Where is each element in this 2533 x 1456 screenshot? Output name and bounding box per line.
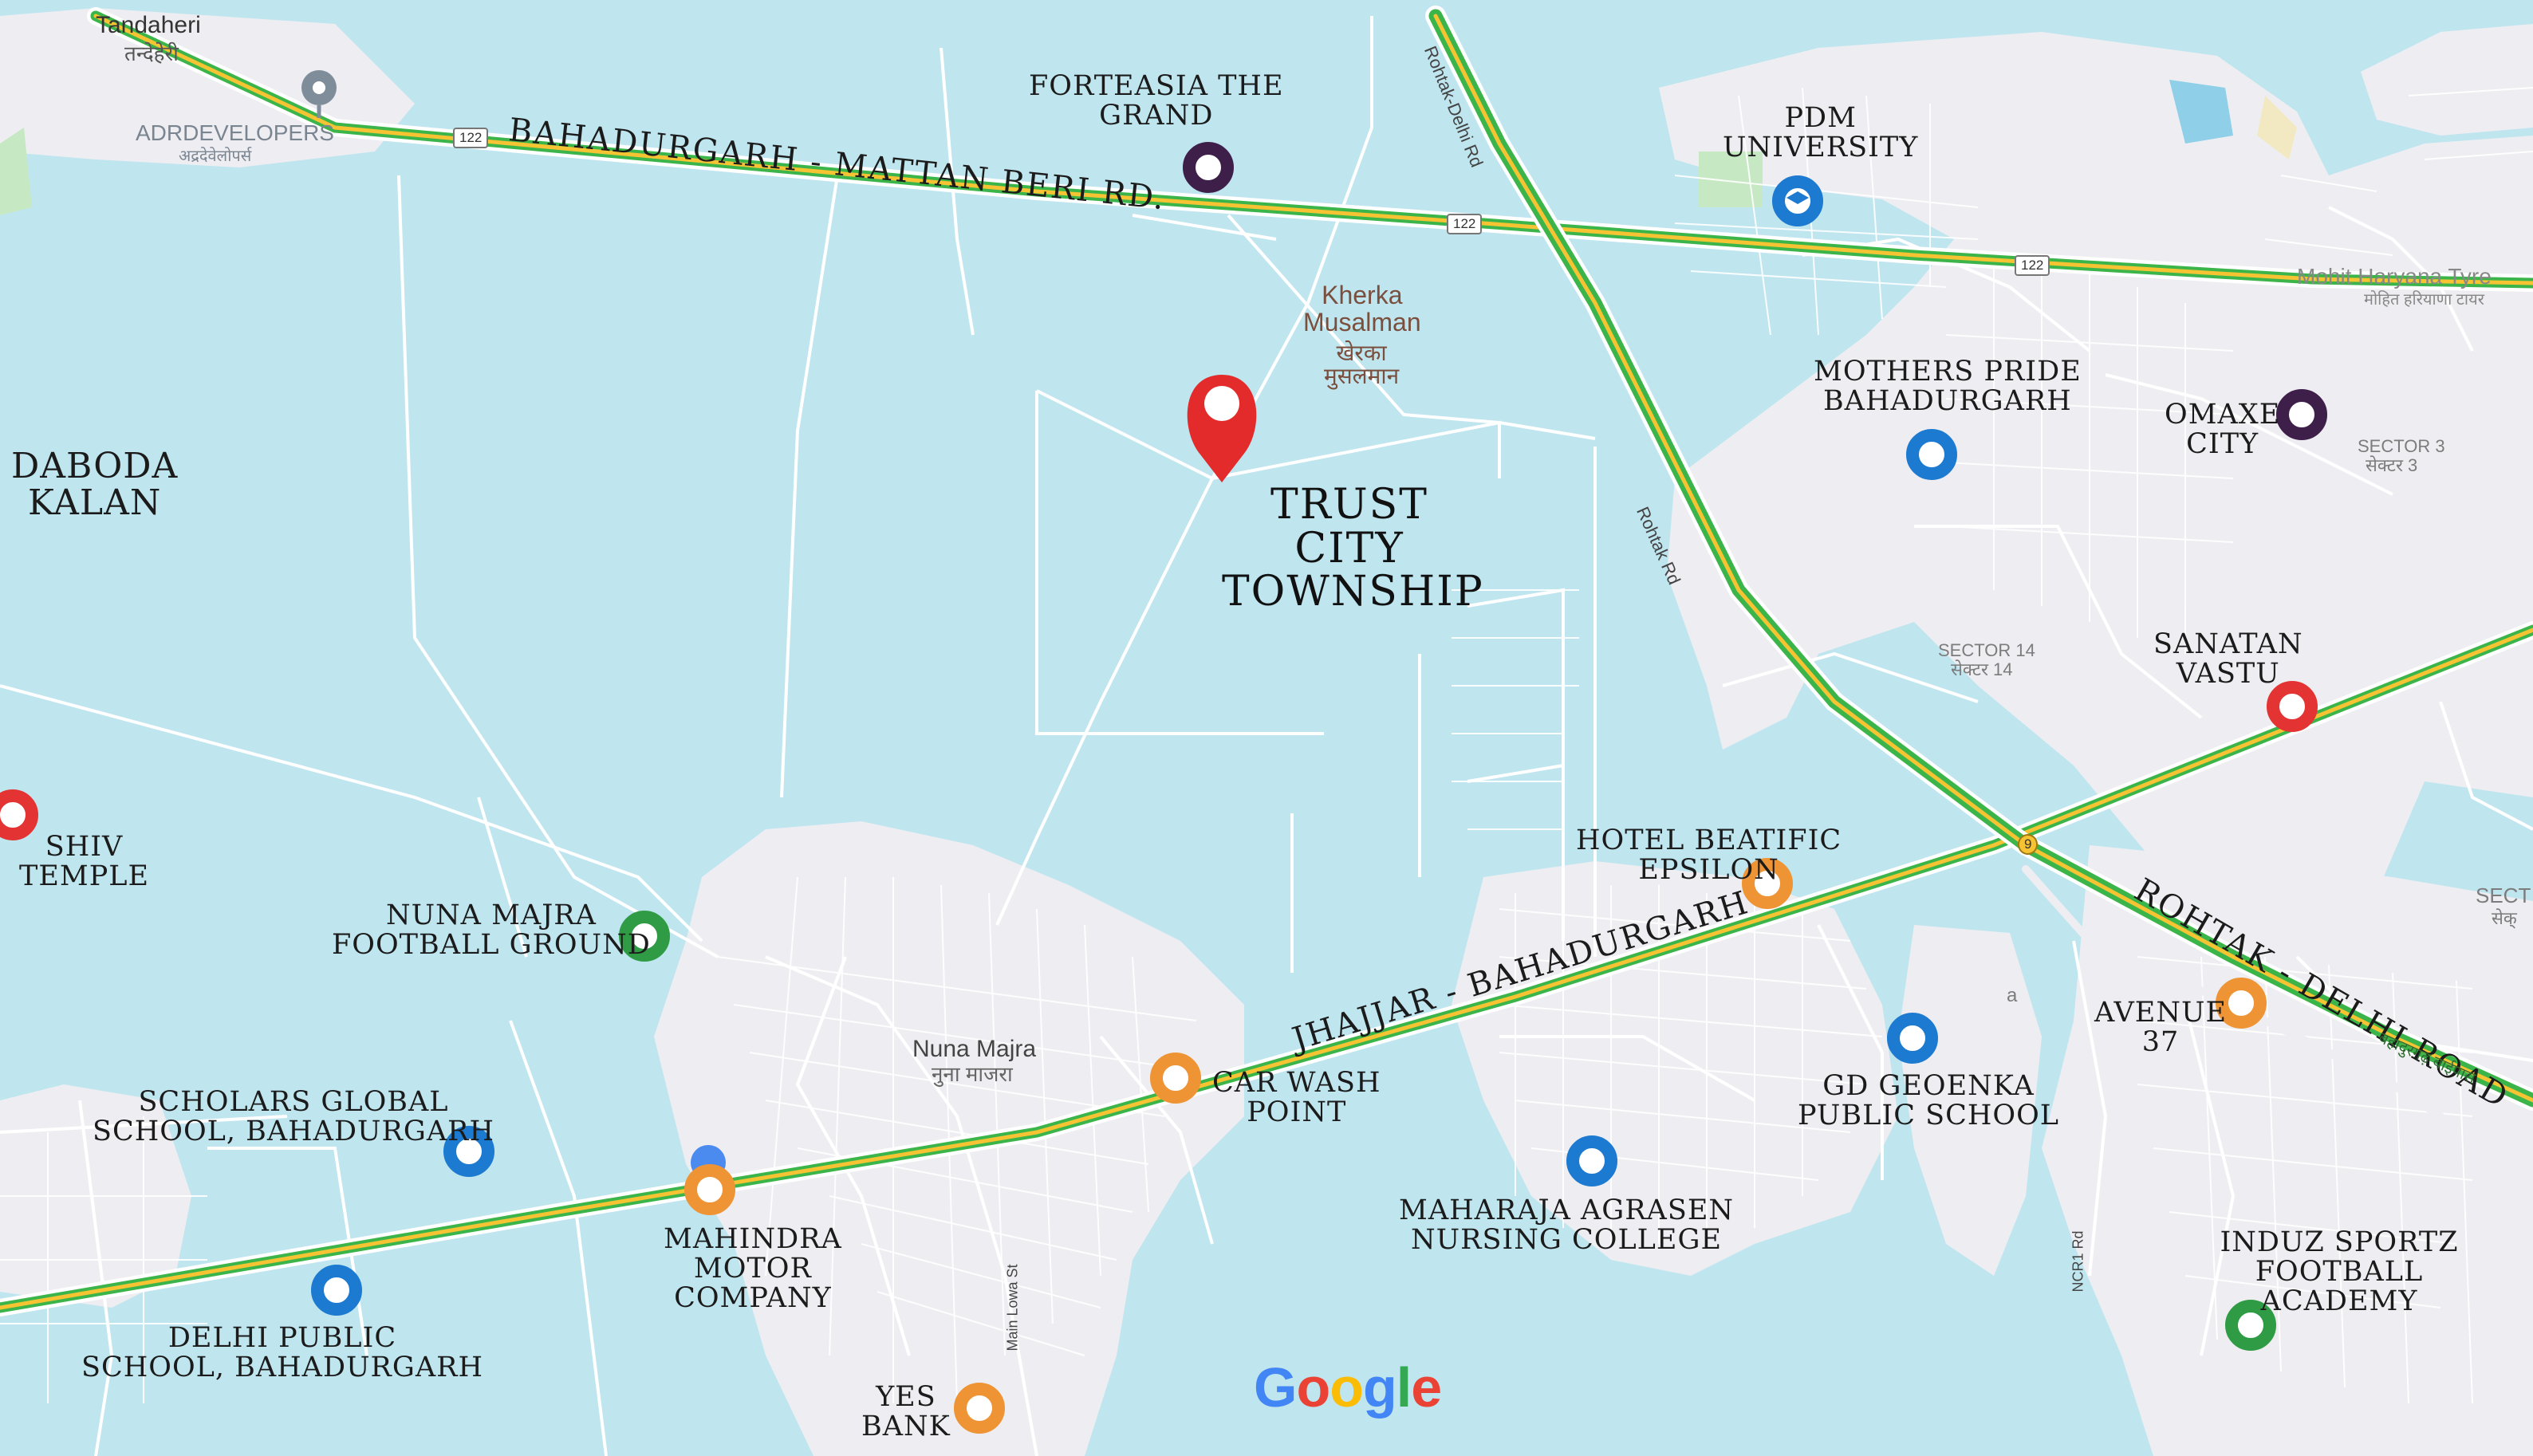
place-tandaheri-hi: तन्देहेरी bbox=[124, 41, 179, 65]
label-mothers-pride: MOTHERS PRIDE BAHADURGARH bbox=[1814, 356, 2082, 417]
place-adr: ADRDEVELOPERS bbox=[136, 120, 334, 145]
label-avenue: AVENUE 37 bbox=[2094, 997, 2228, 1058]
pin-sanatan bbox=[2267, 681, 2318, 732]
label-induz: INDUZ SPORTZ FOOTBALL ACADEMY bbox=[2220, 1226, 2459, 1317]
label-car-wash: CAR WASH POINT bbox=[1212, 1067, 1381, 1128]
place-sector3-hi: सेक्टर 3 bbox=[2366, 455, 2418, 475]
label-pdm: PDM UNIVERSITY bbox=[1723, 102, 1919, 163]
road-label-main-lowa: Main Lowa St bbox=[1004, 1264, 1021, 1352]
place-nuna-majra: Nuna Majra bbox=[912, 1036, 1037, 1062]
adr-pin[interactable] bbox=[301, 70, 337, 118]
graduation-cap-icon bbox=[1786, 191, 1809, 204]
pin-dps bbox=[311, 1265, 362, 1316]
route-shield-122-west: 122 bbox=[453, 128, 489, 148]
place-small-a: a bbox=[2007, 985, 2018, 1006]
place-sector-edge-hi: सेक् bbox=[2492, 908, 2517, 928]
google-logo-g2: g bbox=[1362, 1356, 1397, 1419]
place-mohit: Mohit Haryana Tyre bbox=[2297, 264, 2492, 289]
pin-hotel bbox=[1742, 858, 1793, 909]
place-kherka-hi: खेरका मुसलमान bbox=[1324, 340, 1400, 389]
route-shield-9: 9 bbox=[2018, 834, 2039, 855]
google-logo-l: l bbox=[1396, 1356, 1412, 1419]
pin-maharaja bbox=[1566, 1135, 1617, 1186]
pin-mahindra bbox=[684, 1164, 735, 1215]
place-sector-edge: SECT bbox=[2476, 883, 2531, 907]
pin-forteasia bbox=[1183, 142, 1234, 193]
label-mahindra: MAHINDRA MOTOR COMPANY bbox=[664, 1223, 842, 1314]
label-yes-bank: YES BANK bbox=[861, 1381, 951, 1442]
highways bbox=[0, 6, 2533, 1316]
label-daboda: DABODA KALAN bbox=[11, 446, 179, 524]
landmark-pins[interactable] bbox=[0, 142, 2327, 1434]
pin-car-wash bbox=[1150, 1053, 1201, 1104]
label-omaxe: OMAXE CITY bbox=[2165, 399, 2281, 460]
google-logo: Google bbox=[1254, 1356, 1442, 1419]
place-sector3: SECTOR 3 bbox=[2358, 436, 2445, 456]
label-gd: GD GEOENKA PUBLIC SCHOOL bbox=[1798, 1070, 2060, 1131]
place-sector14: SECTOR 14 bbox=[1938, 640, 2035, 660]
pin-mothers-pride bbox=[1906, 429, 1957, 480]
pin-avenue bbox=[2216, 978, 2267, 1029]
pin-yes-bank bbox=[954, 1383, 1005, 1434]
place-tandaheri: Tandaheri bbox=[96, 12, 201, 38]
pin-shiv bbox=[0, 789, 38, 840]
label-sanatan: SANATAN VASTU bbox=[2153, 628, 2303, 690]
pin-gd bbox=[1887, 1013, 1938, 1064]
pin-scholars bbox=[443, 1126, 494, 1177]
road-label-ncr1: NCR1 Rd bbox=[2070, 1230, 2086, 1293]
google-logo-e: e bbox=[1411, 1356, 1442, 1419]
label-nuna-ground: NUNA MAJRA FOOTBALL GROUND bbox=[332, 899, 651, 961]
label-hotel: HOTEL BEATIFIC EPSILON bbox=[1576, 824, 1842, 886]
place-mohit-hi: मोहित हरियाणा टायर bbox=[2364, 291, 2484, 309]
place-nuna-majra-hi: नुना माजरा bbox=[932, 1062, 1013, 1086]
label-scholars: SCHOLARS GLOBAL SCHOOL, BAHADURGARH bbox=[93, 1086, 494, 1147]
route-shield-122-east: 122 bbox=[2015, 255, 2050, 276]
pin-omaxe bbox=[2276, 389, 2327, 440]
google-logo-o2: o bbox=[1330, 1356, 1364, 1419]
label-dps: DELHI PUBLIC SCHOOL, BAHADURGARH bbox=[81, 1322, 483, 1383]
project-title: TRUST CITY TOWNSHIP bbox=[1222, 481, 1484, 616]
pin-induz bbox=[2225, 1300, 2276, 1351]
place-sector14-hi: सेक्टर 14 bbox=[1951, 659, 2013, 679]
google-logo-o1: o bbox=[1296, 1356, 1330, 1419]
label-shiv: SHIV TEMPLE bbox=[19, 831, 150, 892]
place-adr-hi: अद्रदेवेलोपर्स bbox=[179, 148, 252, 165]
pin-nuna-ground bbox=[619, 911, 670, 962]
label-forteasia: FORTEASIA THE GRAND bbox=[1029, 70, 1284, 132]
route-shield-122-mid: 122 bbox=[1447, 214, 1483, 234]
main-location-pin[interactable] bbox=[1187, 375, 1257, 482]
place-kherka: Kherka Musalman bbox=[1303, 281, 1421, 336]
street-grid bbox=[0, 87, 2533, 1404]
google-logo-g1: G bbox=[1254, 1356, 1297, 1419]
main-pin-dot bbox=[1204, 386, 1239, 421]
label-maharaja: MAHARAJA AGRASEN NURSING COLLEGE bbox=[1399, 1194, 1734, 1256]
